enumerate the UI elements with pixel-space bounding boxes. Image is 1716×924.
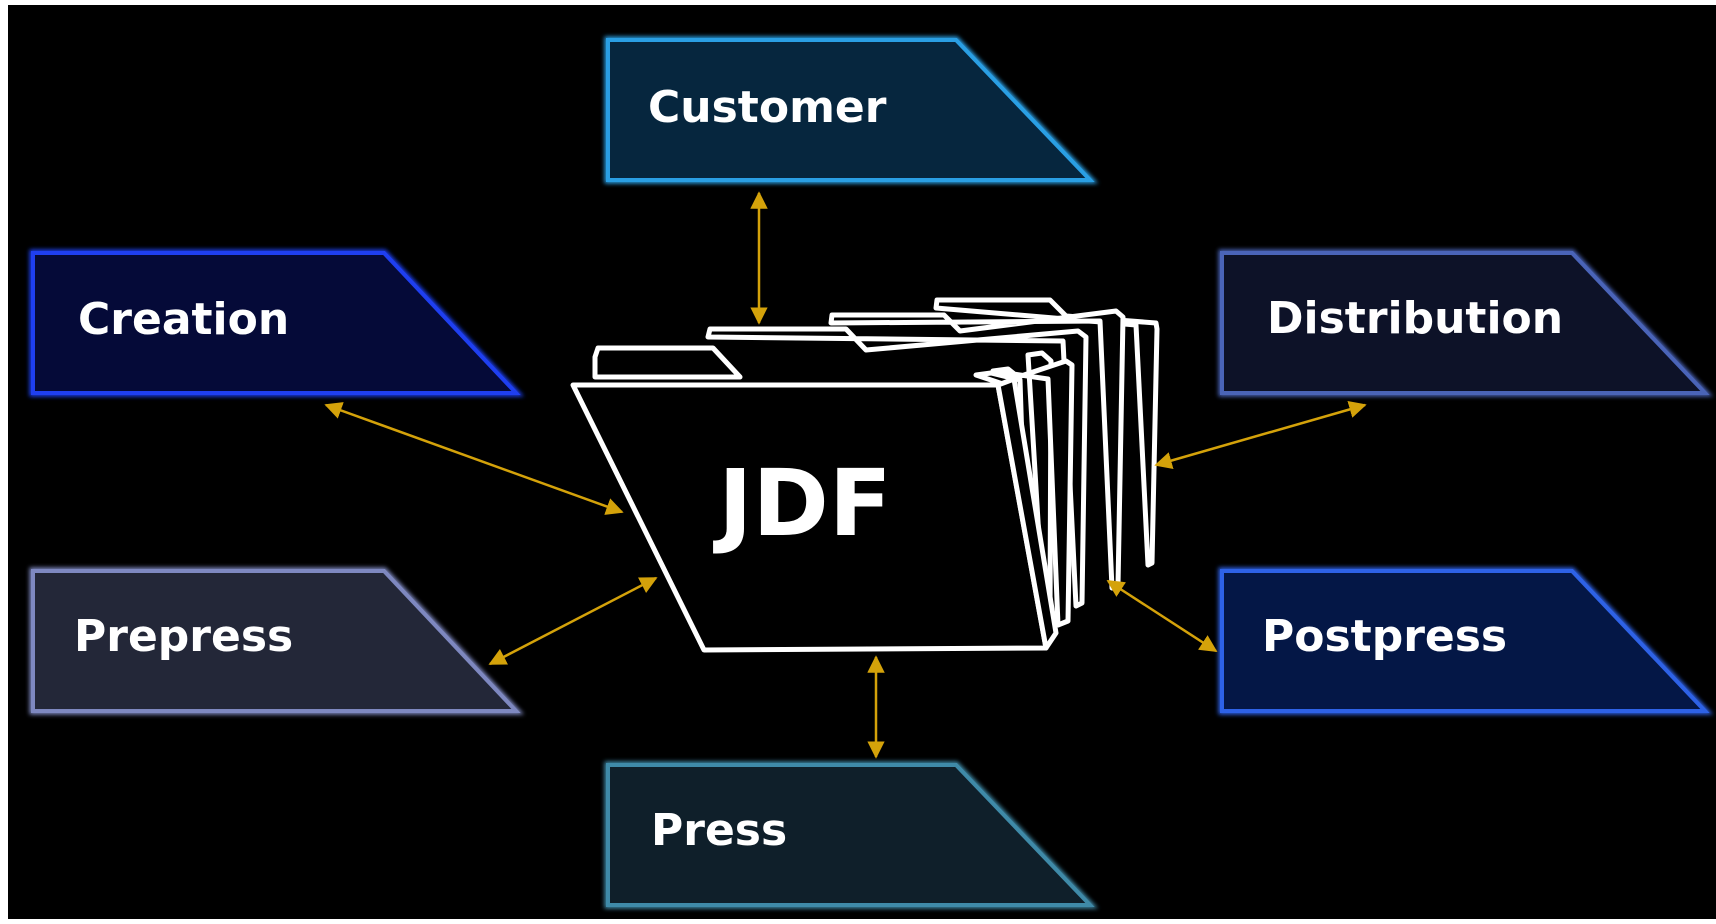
node-press: Press xyxy=(604,761,1099,909)
folder-sheet-1b xyxy=(990,358,1075,628)
jdf-diagram: Customer Creation Distribution Prepress … xyxy=(29,36,1714,909)
connector-postpress xyxy=(1106,579,1218,653)
node-customer-shape xyxy=(606,38,1095,182)
node-customer: Customer xyxy=(604,36,1099,184)
node-creation-label: Creation xyxy=(78,294,289,345)
folder-sheet-4 xyxy=(828,308,1126,591)
node-postpress: Postpress xyxy=(1218,567,1714,715)
node-prepress-label: Prepress xyxy=(74,611,293,662)
node-press-shape xyxy=(606,763,1095,907)
folder-front-edge xyxy=(995,376,1059,651)
node-distribution: Distribution xyxy=(1218,249,1714,397)
node-postpress-shape xyxy=(1220,569,1710,713)
node-distribution-shape xyxy=(1220,251,1710,395)
center-label: JDF xyxy=(712,450,891,557)
node-prepress: Prepress xyxy=(29,567,525,715)
node-customer-label: Customer xyxy=(648,82,887,133)
node-postpress-label: Postpress xyxy=(1262,611,1507,662)
node-creation: Creation xyxy=(29,249,525,397)
node-creation-shape xyxy=(31,251,521,395)
node-prepress-shape xyxy=(31,569,521,713)
folder-front-tab xyxy=(592,345,743,380)
connector-distribution xyxy=(1154,400,1367,470)
connectors xyxy=(324,191,1367,759)
node-distribution-label: Distribution xyxy=(1267,293,1563,344)
jdf-folder-stack-icon xyxy=(570,297,1160,653)
folder-sheet-5 xyxy=(933,297,1160,568)
connector-prepress xyxy=(488,576,658,666)
connector-creation xyxy=(324,402,624,515)
node-press-label: Press xyxy=(651,805,787,856)
